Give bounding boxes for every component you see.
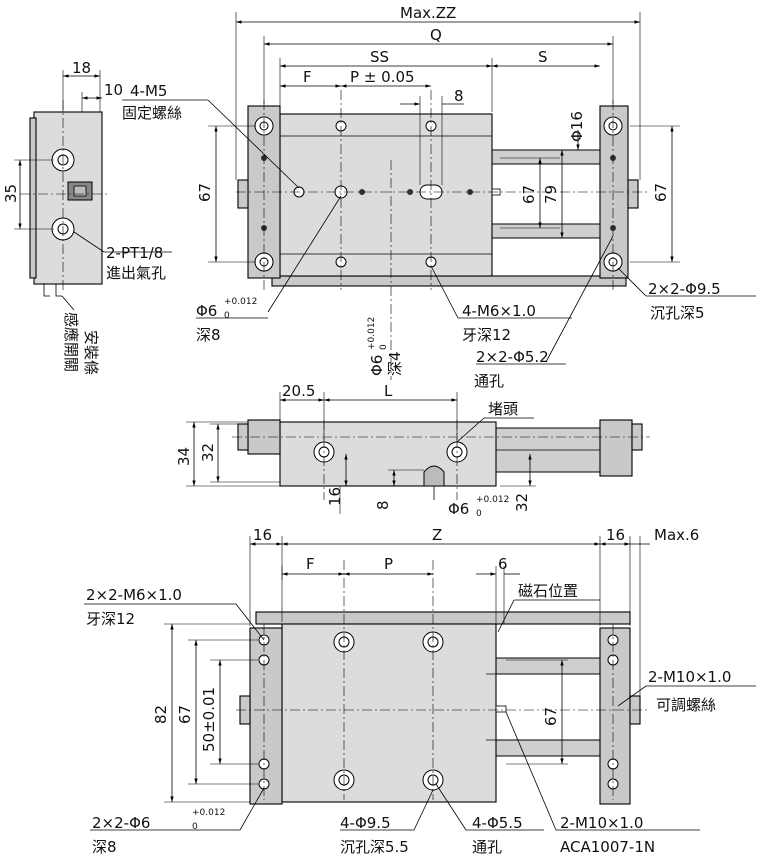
dim-8-top: 8 [454,87,464,105]
bottom-view-body [281,623,497,803]
phi6-v-tol: +0.012 [367,317,377,350]
dim-max-zz: Max.ZZ [400,4,456,22]
dim-16-br: 16 [606,526,625,544]
bottom-right-plate [599,627,631,805]
dim-18: 18 [72,59,91,77]
phi6-b: Φ6 [448,500,469,518]
phi6-b-tol0: 0 [476,509,482,519]
m10-bot-label: 2-M10×1.0 [560,814,643,832]
dim-67-bot-left: 67 [176,705,194,724]
plug-label: 堵頭 [488,400,518,418]
cbore55: 沉孔深5.5 [340,838,409,856]
dim-z: Z [432,526,442,544]
m6-label: 4-M6×1.0 [462,302,536,320]
phi6-a: Φ6 [196,302,217,320]
dim-q: Q [430,26,442,44]
top-view-body [279,113,493,277]
phi6-a-tol: +0.012 [224,297,257,307]
sensor-label-2: 安裝條 [82,330,100,375]
phi52-label: 2×2-Φ5.2 [476,348,549,366]
depth4-v: 深4 [386,351,404,376]
phi6-c: 2×2-Φ6 [92,814,150,832]
dim-6-bot: 6 [498,555,508,573]
dim-p-bot: P [384,555,393,573]
dim-67-bot-right: 67 [542,707,560,726]
dim-79: 79 [542,185,560,204]
m6-bot-label: 2×2-M6×1.0 [86,586,182,604]
adj-screw: 可調螺絲 [656,696,716,714]
m10-adj-label: 2-M10×1.0 [648,668,731,686]
m6-bot-depth: 牙深12 [86,610,135,628]
sensor-label-1: 感應開關 [62,312,80,372]
front-view: 20.5 L 堵頭 34 32 16 8 Φ6 +0.012 0 32 [175,382,650,519]
dim-s: S [538,48,548,66]
dim-10: 10 [104,81,123,99]
phi6-v-tol0: 0 [379,344,389,350]
phi95-bot: 4-Φ9.5 [340,814,391,832]
dim-50: 50±0.01 [200,687,218,752]
m5-desc: 固定螺絲 [122,104,182,122]
dim-l: L [384,382,393,400]
side-view: 18 10 35 2-PT1/8 進出氣孔 感應開關 安裝條 [2,59,172,375]
phi95-top: 2×2-Φ9.5 [648,280,721,298]
through-a: 通孔 [474,372,504,390]
dim-67-mid: 67 [520,185,538,204]
port-label: 2-PT1/8 [106,244,163,262]
phi6-c-tol: +0.012 [192,808,225,818]
m6-depth: 牙深12 [462,326,511,344]
through-b: 通孔 [472,838,502,856]
cbore5: 沉孔深5 [650,304,705,322]
bottom-left-plate [249,627,283,805]
dim-phi16: Φ16 [568,111,586,142]
bottom-view: 16 Z 16 Max.6 F P 6 磁石位置 82 67 50±0.01 [84,526,756,856]
dim-max6: Max.6 [654,526,699,544]
phi6-c-tol0: 0 [192,822,198,832]
dim-16-bl: 16 [253,526,272,544]
dim-ss: SS [370,48,389,66]
port-desc: 進出氣孔 [106,264,166,282]
dim-34: 34 [175,447,193,466]
aca-label: ACA1007-1N [560,838,655,856]
depth8-c: 深8 [92,838,117,856]
dim-32-left: 32 [199,443,217,462]
dim-16-mid: 16 [326,487,344,506]
phi6-b-tol: +0.012 [476,495,509,505]
magnet-label: 磁石位置 [518,582,578,600]
dim-32-right: 32 [513,493,531,512]
dim-205: 20.5 [282,382,315,400]
dim-8-mid: 8 [374,500,392,510]
top-view: Max.ZZ Q SS S F P ± 0.05 8 67 67 79 Φ16 [122,4,756,390]
dim-35: 35 [2,184,20,203]
phi6-v: Φ6 [368,355,386,376]
dim-67-right: 67 [652,183,670,202]
depth8-a: 深8 [196,326,221,344]
dim-p-tol: P ± 0.05 [350,68,415,86]
phi55-label: 4-Φ5.5 [472,814,523,832]
dim-82: 82 [152,705,170,724]
dim-67-left: 67 [196,183,214,202]
dim-f-top: F [303,68,312,86]
phi6-a-tol0: 0 [224,311,230,321]
m5-label: 4-M5 [130,82,167,100]
dim-f-bot: F [306,555,315,573]
